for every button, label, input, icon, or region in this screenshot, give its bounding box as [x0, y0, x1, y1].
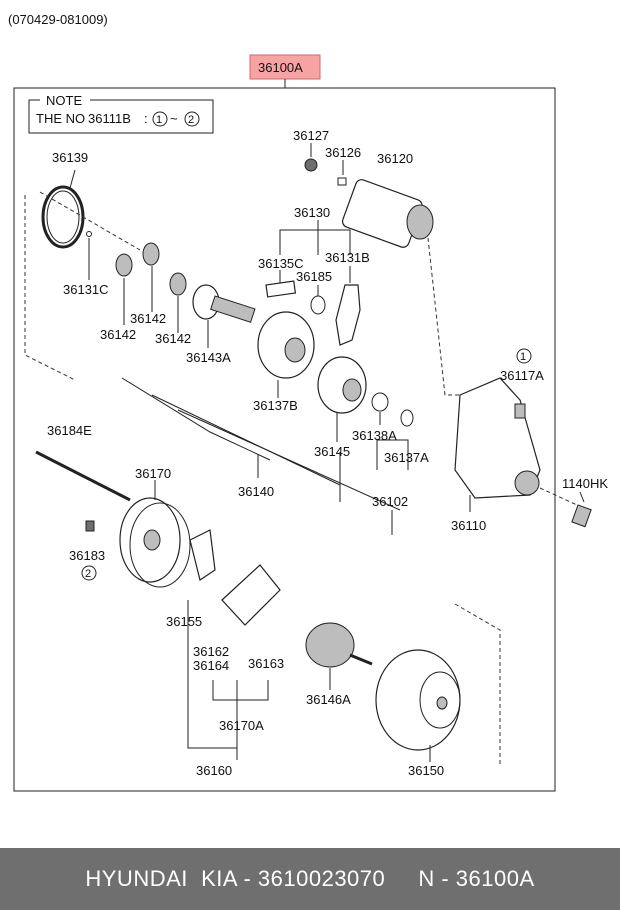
note-title: NOTE — [46, 93, 82, 108]
part-36130-lever-set[interactable] — [265, 280, 361, 346]
label-36164: 36164 — [193, 658, 229, 673]
assembly-label-box[interactable] — [249, 54, 321, 80]
label-36138A: 36138A — [352, 428, 397, 443]
label-36143A: 36143A — [186, 350, 231, 365]
circle-1: 1 — [520, 351, 526, 363]
label-36170A: 36170A — [219, 718, 264, 733]
note-range-to: 2 — [188, 114, 194, 126]
part-36170-rear-cover[interactable] — [119, 497, 191, 588]
label-36160: 36160 — [196, 763, 232, 778]
label-36183: 36183 — [69, 548, 105, 563]
label-36184E: 36184E — [47, 423, 92, 438]
label-36150: 36150 — [408, 763, 444, 778]
label-36102: 36102 — [372, 494, 408, 509]
note-line-prefix: THE NO — [36, 111, 85, 126]
label-36145: 36145 — [314, 444, 350, 459]
date-range: (070429-081009) — [8, 12, 108, 27]
circle-2: 2 — [85, 568, 91, 580]
label-36162: 36162 — [193, 644, 229, 659]
part-36142-gears[interactable] — [115, 242, 187, 296]
label-36130: 36130 — [294, 205, 330, 220]
label-36170: 36170 — [135, 466, 171, 481]
part-36145-clutch[interactable] — [317, 356, 367, 414]
note-line-part: 36111B — [88, 111, 131, 126]
part-36184E-through-bolt[interactable] — [35, 450, 131, 502]
label-36139: 36139 — [52, 150, 88, 165]
diagram-frame — [13, 87, 556, 792]
label-36131C: 36131C — [63, 282, 109, 297]
label-36137A: 36137A — [384, 450, 429, 465]
label-36142-b: 36142 — [130, 311, 166, 326]
label-36120: 36120 — [377, 151, 413, 166]
label-36126: 36126 — [325, 145, 361, 160]
part-36137B-housing[interactable] — [257, 311, 315, 379]
note-box: NOTE THE NO 36111B : 1 ~ 2 — [28, 93, 214, 134]
label-36110: 36110 — [451, 518, 486, 533]
label-36185: 36185 — [296, 269, 332, 284]
label-36142-a: 36142 — [100, 327, 136, 342]
label-36135C: 36135C — [258, 256, 304, 271]
footer-text: HYUNDAI KIA - 3610023070 N - 36100A — [85, 866, 535, 891]
label-36117A: 36117A — [500, 368, 544, 383]
part-36120-solenoid[interactable] — [341, 178, 434, 249]
part-36139-ring[interactable] — [41, 185, 85, 249]
part-36110-front-housing[interactable] — [454, 377, 541, 499]
label-36127: 36127 — [293, 128, 329, 143]
note-line-sep: : — [144, 111, 148, 126]
label-1140HK: 1140HK — [562, 476, 608, 491]
label-36155: 36155 — [166, 614, 202, 629]
footer-bar: HYUNDAI KIA - 3610023070 N - 36100A — [0, 848, 620, 910]
label-36142-c: 36142 — [155, 331, 191, 346]
label-36146A: 36146A — [306, 692, 351, 707]
starter-exploded-diagram: (070429-081009) 36100A NOTE THE NO 36111… — [8, 12, 608, 792]
part-36150-yoke[interactable] — [375, 649, 461, 751]
note-range-from: 1 — [156, 114, 162, 126]
assembly-label: 36100A — [258, 60, 303, 75]
part-36143A-shaft[interactable] — [192, 284, 256, 323]
part-36146A-armature[interactable] — [305, 622, 373, 668]
note-range-tilde: ~ — [170, 111, 178, 126]
label-36140: 36140 — [238, 484, 274, 499]
label-36163: 36163 — [248, 656, 284, 671]
label-36131B: 36131B — [325, 250, 370, 265]
label-36137B: 36137B — [253, 398, 298, 413]
